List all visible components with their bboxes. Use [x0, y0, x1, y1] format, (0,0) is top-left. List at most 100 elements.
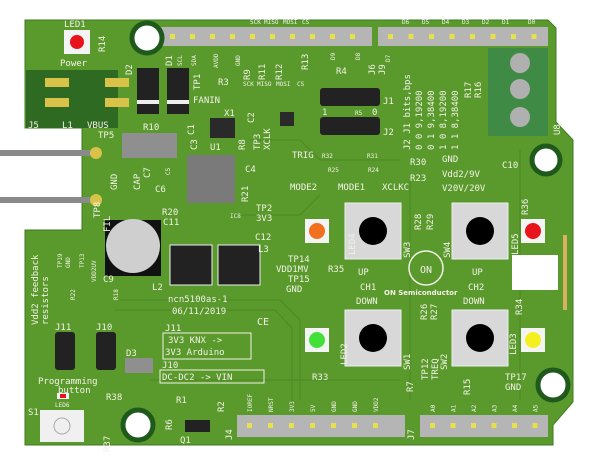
- diode-d3: [125, 358, 153, 373]
- label: SCK: [243, 81, 254, 88]
- header-j4[interactable]: [237, 415, 405, 437]
- jumper-j2[interactable]: [320, 117, 380, 135]
- resistor-r10: [122, 133, 177, 158]
- label: D4: [442, 19, 450, 26]
- label: J4: [225, 429, 235, 440]
- label: C1: [187, 124, 197, 135]
- label: C11: [163, 218, 179, 228]
- pin-label: VDD2: [373, 397, 380, 412]
- header-pin: [190, 34, 195, 39]
- label: SDA: [191, 55, 198, 66]
- header-top-right[interactable]: [378, 27, 548, 46]
- label: MOSI: [276, 81, 291, 88]
- pin-label: GND: [352, 401, 359, 412]
- label: 1 0 8,19200: [439, 90, 449, 150]
- label: D5: [422, 19, 430, 26]
- label: R25: [328, 167, 339, 174]
- jumper-j10[interactable]: [96, 332, 116, 370]
- transistor-q1: [185, 420, 210, 432]
- j10-note-box: [159, 369, 265, 384]
- label: R17: [464, 82, 474, 98]
- label: R20: [162, 208, 178, 218]
- label: TP14: [288, 255, 310, 265]
- header-j7[interactable]: [420, 415, 548, 437]
- header-pin: [310, 34, 315, 39]
- jumper-j1[interactable]: [320, 88, 380, 106]
- label: TP15: [288, 275, 310, 285]
- label: J7: [407, 429, 417, 440]
- label: MISO: [264, 19, 279, 26]
- label: C10: [502, 161, 518, 171]
- header-pin: [531, 34, 537, 39]
- label: R34: [515, 299, 525, 315]
- label: VDD1MV: [276, 265, 309, 275]
- pin-label: A4: [512, 404, 519, 412]
- header-pin: [247, 423, 252, 428]
- label: R9: [243, 69, 253, 80]
- label: SW2: [440, 354, 450, 370]
- label: XCLK: [263, 128, 273, 150]
- label: C3: [190, 139, 200, 150]
- label: GND: [65, 257, 72, 268]
- header-pin: [373, 423, 378, 428]
- header-pin: [470, 34, 475, 39]
- label: TREQ: [431, 358, 441, 380]
- label: R7: [406, 381, 416, 392]
- label: LED5: [511, 233, 521, 255]
- header-pin: [331, 423, 336, 428]
- header-pin: [210, 34, 215, 39]
- label: R32: [322, 153, 333, 160]
- pad: [45, 98, 69, 107]
- button-cap: [466, 217, 494, 245]
- label: FIL: [103, 216, 113, 232]
- pin-label: A5: [533, 404, 540, 412]
- label: TP8: [93, 202, 103, 218]
- crystal-x1: [210, 118, 235, 138]
- label: 1: [322, 108, 327, 118]
- label: D3: [462, 19, 470, 26]
- label: AVDD: [213, 53, 220, 68]
- label: MOSI: [283, 19, 298, 26]
- chip-u1: [187, 155, 235, 203]
- pcb-board: [24, 19, 574, 446]
- board-name: ncn5100as-1: [168, 295, 228, 305]
- label: D2: [482, 19, 490, 26]
- label: UP: [472, 268, 483, 278]
- label: R14: [98, 36, 108, 52]
- label: D9: [330, 52, 337, 60]
- label: LED1: [64, 20, 86, 30]
- pin-label: IOREF: [247, 394, 254, 412]
- button-cap: [359, 324, 387, 352]
- label: R31: [367, 153, 378, 160]
- label: R38: [106, 393, 122, 403]
- led2-light: [309, 332, 325, 348]
- switches: [344, 202, 509, 367]
- mounting-holes: [120, 20, 571, 443]
- header-top-left[interactable]: [160, 27, 372, 46]
- label: R21: [241, 186, 251, 202]
- on-logo-icon: [408, 250, 444, 286]
- header-pin: [429, 34, 434, 39]
- label: LED4: [348, 233, 358, 255]
- j5-region: [26, 70, 118, 128]
- header-pin: [449, 34, 455, 39]
- label: C6: [155, 185, 166, 195]
- label: TP17: [505, 373, 527, 383]
- label: L1: [62, 121, 73, 131]
- label: J11: [165, 324, 181, 334]
- label: R27: [430, 304, 440, 320]
- label: R22: [70, 289, 77, 300]
- label: R13: [301, 54, 311, 70]
- label: Programming: [38, 377, 98, 387]
- label: GND: [442, 155, 458, 165]
- button-s1-programming[interactable]: [40, 410, 84, 442]
- diode-d2: [137, 68, 159, 114]
- jumper-j11[interactable]: [55, 332, 75, 370]
- label: C2: [247, 112, 257, 123]
- label: TRIG: [292, 151, 314, 161]
- traces: [115, 139, 521, 405]
- pin-label: A0: [430, 404, 437, 412]
- label: R8: [238, 139, 248, 150]
- label: R18: [113, 289, 120, 300]
